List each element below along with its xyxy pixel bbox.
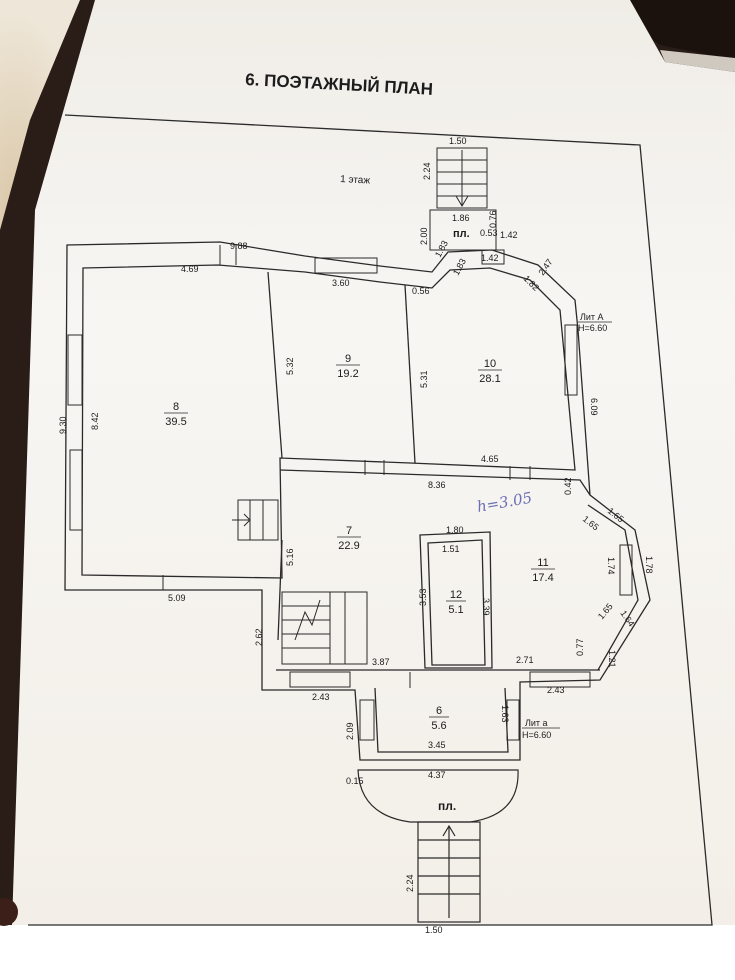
doors: [162, 245, 531, 688]
dim-1-51: 1.51: [442, 544, 460, 554]
svg-text:19.2: 19.2: [337, 368, 358, 380]
dim-5-32: 5.32: [285, 357, 295, 375]
windows: [67, 249, 633, 741]
svg-text:Лит А: Лит А: [580, 312, 604, 322]
lit-A-label: Лит А H=6.60: [578, 312, 612, 333]
dim-2-43a: 2.43: [312, 692, 330, 702]
svg-text:7: 7: [346, 525, 352, 537]
room-label-6: 6 5.6: [429, 705, 449, 732]
bottom-white-strip: [0, 925, 735, 980]
svg-text:39.5: 39.5: [165, 416, 186, 428]
svg-text:9: 9: [345, 353, 351, 365]
dim-1-42b: 1.42: [481, 253, 499, 263]
room-label-8: 8 39.5: [164, 401, 188, 428]
dim-4-69: 4.69: [181, 264, 199, 274]
dim-6-09: 6.09: [589, 398, 599, 416]
dim-1-74: 1.74: [606, 557, 616, 575]
dim-0-77: 0.77: [575, 638, 585, 656]
dim-4-65: 4.65: [481, 454, 499, 464]
drawing-frame: [28, 114, 713, 926]
dim-1-21: 1.21: [607, 650, 617, 668]
dim-1-78: 1.78: [644, 556, 654, 574]
dim-0-42: 0.42: [563, 477, 573, 495]
walls: [64, 241, 651, 761]
paper-under-edge: [660, 50, 735, 72]
entrance-steps: [232, 499, 279, 541]
svg-text:H=6.60: H=6.60: [578, 323, 607, 333]
room-label-9: 9 19.2: [336, 353, 360, 380]
room-label-7: 7 22.9: [337, 525, 361, 552]
dim-8-36: 8.36: [428, 480, 446, 490]
dim-2-62: 2.62: [254, 628, 264, 646]
dim-0-76: 0.76: [488, 210, 498, 228]
dim-9-30: 9.30: [58, 416, 68, 434]
dim-4-37: 4.37: [428, 770, 446, 780]
floor-label: 1 этаж: [340, 174, 371, 187]
dim-9-88: 9.88: [230, 241, 248, 251]
dim-5-16: 5.16: [285, 548, 295, 566]
stairs-inner: [281, 591, 368, 665]
dim-3-87: 3.87: [372, 657, 390, 667]
dim-2-09: 2.09: [345, 722, 355, 740]
svg-text:8: 8: [173, 401, 179, 413]
dim-2-24-top: 2.24: [422, 162, 432, 180]
dim-1-86: 1.86: [452, 213, 470, 223]
svg-text:22.9: 22.9: [338, 540, 359, 552]
svg-text:6: 6: [436, 705, 442, 717]
stairs-top: [429, 147, 497, 251]
room-label-11: 11 17.4: [531, 557, 555, 584]
dim-3-45: 3.45: [428, 740, 446, 750]
dim-8-42: 8.42: [90, 412, 100, 430]
svg-text:11: 11: [537, 557, 548, 569]
dim-2-00: 2.00: [419, 227, 429, 245]
dim-2-71: 2.71: [516, 655, 534, 665]
svg-text:17.4: 17.4: [532, 572, 553, 584]
svg-text:10: 10: [484, 358, 496, 370]
room-label-12: 12 5.1: [446, 589, 466, 616]
room-label-10: 10 28.1: [478, 358, 502, 385]
dim-0-15: 0.15: [346, 776, 364, 786]
svg-text:H=6.60: H=6.60: [522, 730, 551, 740]
dim-1-80: 1.80: [446, 525, 464, 535]
dim-1-50-bottom: 1.50: [425, 925, 443, 935]
dim-2-43b: 2.43: [547, 685, 565, 695]
svg-text:5.6: 5.6: [431, 720, 446, 732]
dim-1-63: 1.63: [500, 705, 510, 723]
dim-2-24-bottom: 2.24: [405, 874, 415, 892]
lit-a-label: Лит а H=6.60: [522, 718, 560, 740]
platform-label-bottom: пл.: [438, 799, 456, 813]
dim-1-50-top: 1.50: [449, 136, 467, 146]
dim-3-60: 3.60: [332, 278, 350, 288]
dim-5-31: 5.31: [419, 370, 429, 388]
svg-text:28.1: 28.1: [479, 373, 500, 385]
dim-0-56: 0.56: [412, 286, 430, 296]
background-thumb: [0, 898, 18, 926]
dim-1-42a: 1.42: [500, 230, 518, 240]
porch-bottom: [357, 769, 519, 923]
dim-3-53: 3.53: [418, 588, 428, 606]
svg-text:Лит а: Лит а: [525, 718, 548, 728]
dim-3-39: 3.39: [481, 598, 491, 616]
platform-label-top: пл.: [453, 228, 470, 240]
dim-5-09: 5.09: [168, 593, 186, 603]
svg-text:12: 12: [450, 589, 462, 601]
dim-0-53: 0.53: [480, 228, 498, 238]
paper-sheet: [12, 0, 735, 925]
background-paper-edge: [0, 0, 80, 230]
svg-text:5.1: 5.1: [448, 604, 463, 616]
